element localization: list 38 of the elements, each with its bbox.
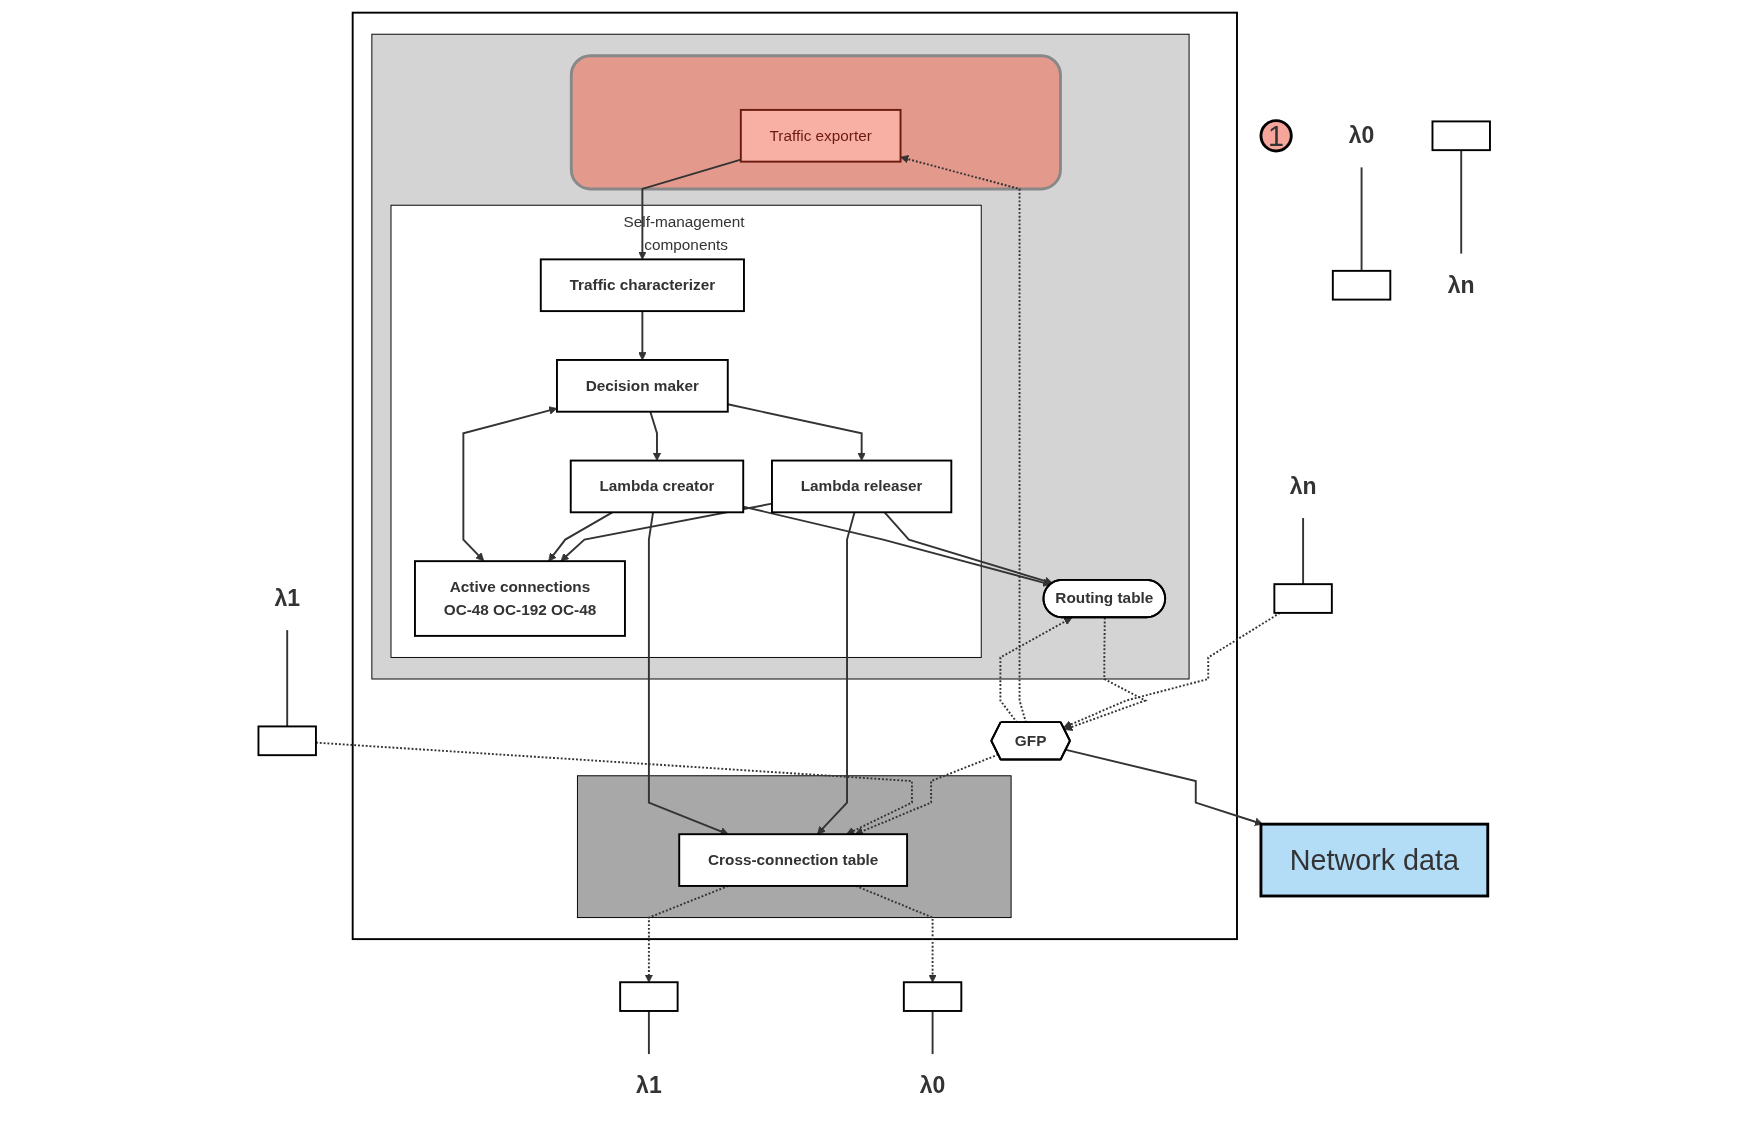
node-text: λ0 (1348, 121, 1375, 148)
arrow (649, 410, 662, 461)
connector (1460, 148, 1463, 255)
node-box (1431, 119, 1491, 151)
cluster (569, 53, 1062, 190)
node-box (902, 980, 963, 1012)
node-circle: 1 (1259, 118, 1293, 152)
node-box: Lambda creator (569, 459, 745, 513)
node-box: Lambda releaser (771, 459, 953, 513)
node-text: λn (1447, 271, 1475, 298)
node-box (257, 724, 317, 756)
node-text: λ1 (274, 584, 300, 611)
node-box (1331, 269, 1392, 301)
node-box (1273, 582, 1333, 614)
node-box: Traffic characterizer (539, 257, 745, 312)
connector (1360, 165, 1363, 272)
connector (1302, 516, 1305, 585)
node-box: Traffic exporter (739, 108, 902, 163)
node-box: Active connections OC-48 OC-192 OC-48 (413, 559, 626, 637)
cluster (351, 11, 1238, 940)
node-box: Network data (1259, 822, 1490, 897)
cluster (576, 774, 1012, 918)
node-text: λ1 (636, 1071, 662, 1098)
arrow (647, 510, 729, 835)
node-text: λ0 (919, 1071, 946, 1098)
arrow (883, 510, 1053, 585)
node-box (619, 980, 679, 1012)
arrow (548, 510, 614, 562)
node-text: λn (1289, 472, 1317, 499)
node-box: Decision maker (556, 358, 729, 413)
node-box: Cross-connection table (678, 832, 908, 887)
arrow (638, 309, 647, 360)
connector (286, 628, 289, 727)
arrow (1064, 616, 1148, 731)
arrow (817, 510, 856, 835)
connector (931, 1009, 934, 1055)
connector (647, 1009, 650, 1055)
cluster (371, 33, 1190, 679)
